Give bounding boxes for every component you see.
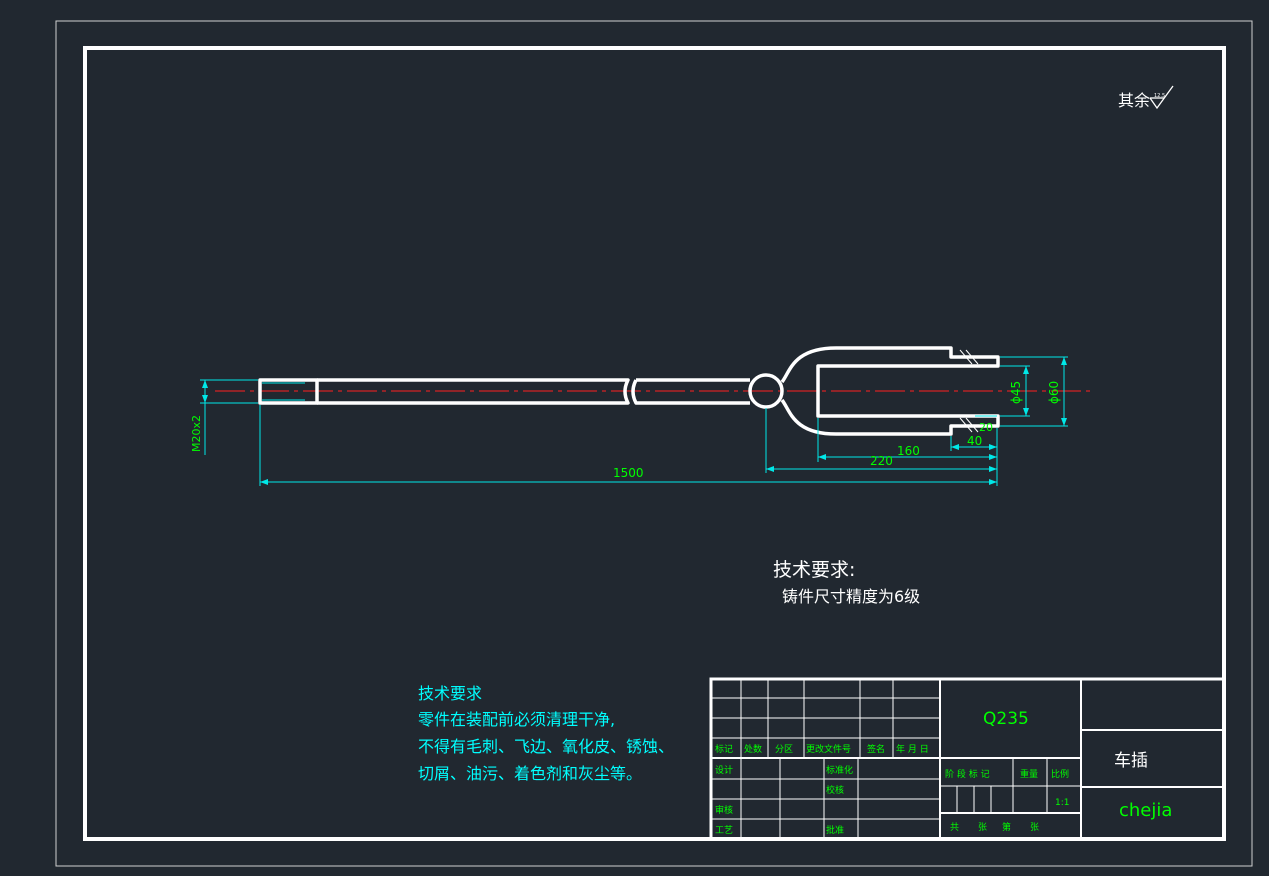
dim-tip-width: 20 — [979, 421, 993, 434]
tech-req-notes-title: 技术要求 — [418, 684, 482, 703]
rev-header-zone: 分区 — [775, 744, 793, 755]
label-design: 设计 — [715, 764, 733, 776]
roughness-check-icon — [1149, 85, 1174, 110]
scale-value: 1:1 — [1055, 798, 1069, 808]
part-name: 车插 — [1114, 751, 1148, 771]
hub-circle — [748, 373, 784, 409]
tech-req-main-line1: 铸件尺寸精度为6级 — [782, 587, 920, 606]
label-check: 校核 — [826, 784, 844, 796]
rev-header-count: 处数 — [744, 743, 762, 755]
surface-note-label: 其余 — [1118, 91, 1150, 110]
rev-header-doc: 更改文件号 — [806, 743, 851, 755]
label-sheet-word: 张 — [978, 822, 987, 833]
label-standardize: 标准化 — [826, 764, 853, 776]
dim-thread: M20x2 — [190, 415, 203, 452]
revision-grid — [711, 679, 1224, 839]
dimension-lines — [200, 356, 1068, 486]
tip-break-marks — [959, 349, 979, 433]
rev-header-date: 年 月 日 — [896, 743, 929, 755]
label-sheet-word2: 张 — [1030, 822, 1039, 833]
thread-lines — [262, 382, 305, 401]
drawing-frame — [83, 46, 1226, 841]
threaded-end — [258, 378, 319, 405]
label-stage-mark: 阶 段 标 记 — [945, 768, 990, 780]
label-weight: 重量 — [1020, 768, 1038, 780]
dim-tip-length: 40 — [967, 434, 982, 448]
shaft-right — [631, 378, 750, 405]
label-approve: 批准 — [826, 824, 844, 836]
surface-note-value: 12.5 — [1154, 93, 1165, 99]
rev-header-mark: 标记 — [715, 743, 733, 755]
shaft-left — [317, 378, 630, 405]
material: Q235 — [983, 709, 1029, 729]
title-block: 标记 处数 分区 更改文件号 签名 年 月 日 设计 标准化 校核 审核 工艺 … — [709, 677, 1226, 841]
dim-fork-length: 220 — [870, 454, 893, 468]
dim-slot-length: 160 — [897, 444, 920, 458]
dim-inner-dia: ϕ45 — [1009, 381, 1023, 404]
label-craft: 工艺 — [715, 825, 733, 836]
label-scale: 比例 — [1051, 768, 1069, 780]
label-review: 审核 — [715, 804, 733, 816]
tech-req-notes-line3: 切屑、油污、着色剂和灰尘等。 — [418, 764, 642, 783]
sheet-outer-border — [55, 20, 1253, 867]
tech-req-notes-line1: 零件在装配前必须清理干净, — [418, 710, 615, 729]
dimension-arrows — [202, 357, 1067, 485]
dim-overall-length: 1500 — [613, 466, 644, 480]
fork-outer — [780, 346, 1000, 436]
label-sheets-total: 共 — [950, 822, 959, 833]
drawing-code: chejia — [1119, 800, 1172, 821]
rev-header-sign: 签名 — [867, 743, 885, 755]
dim-outer-dia: ϕ60 — [1047, 381, 1061, 404]
part-outline — [258, 346, 1000, 436]
label-sheet-no: 第 — [1002, 821, 1011, 833]
tech-req-notes-line2: 不得有毛刺、飞边、氧化皮、锈蚀、 — [418, 737, 674, 756]
tech-req-main-title: 技术要求: — [773, 559, 855, 581]
